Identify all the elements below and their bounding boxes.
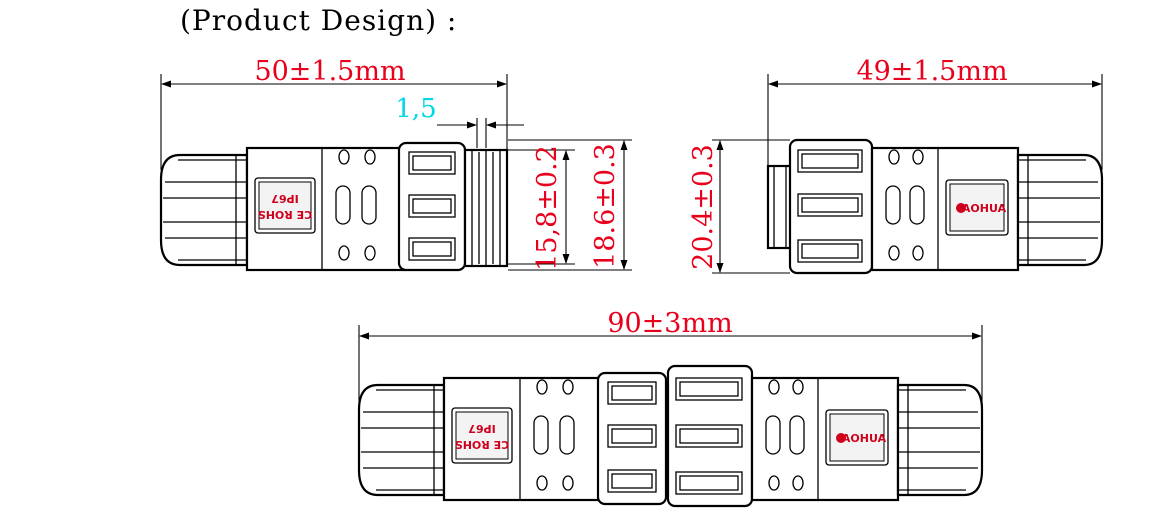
- male-plug-cert-label: CE ROHS IP67: [258, 192, 312, 221]
- female-socket-view: AOHUA: [766, 138, 1104, 275]
- assembled-left-label-frame: [451, 407, 513, 464]
- right-length-dimension: 49±1.5mm: [856, 56, 1007, 87]
- thread-diameter-dimension: 15,8±0.2: [532, 145, 563, 271]
- assembled-brand-logo: AOHUA: [842, 432, 887, 445]
- nut-diameter-dimension: 20.4±0.3: [688, 144, 719, 270]
- female-socket-brand-logo: AOHUA: [962, 202, 1007, 215]
- assembled-male-ring-slots: [607, 381, 657, 493]
- female-socket-grip-holes: [885, 149, 925, 261]
- female-socket-rear-cap: [1016, 153, 1104, 267]
- female-socket-brand-mark: [956, 203, 966, 213]
- assembled-left-rear-cap: [357, 383, 446, 497]
- assembled-left-label-plate: [455, 411, 509, 460]
- female-socket-rear-cap-ribs: [1018, 155, 1100, 265]
- assembled-cert-label: CE ROHS IP67: [455, 422, 509, 451]
- male-plug-ring-slots: [408, 151, 456, 261]
- female-socket-label-frame: [945, 179, 1009, 236]
- male-plug-rear-cap: [159, 153, 249, 267]
- male-plug-label-plate: [258, 181, 312, 230]
- total-length-dimension: 90±3mm: [607, 308, 732, 339]
- assembled-brand-mark: [836, 433, 846, 443]
- assembled-right-rear-cap: [896, 383, 984, 497]
- thread-pitch-dimension: 1,5: [395, 94, 436, 124]
- assembled-left-grip-holes: [533, 379, 575, 491]
- total-length-dimension-group: 90±3mm: [358, 308, 983, 420]
- right-dimensions: 49±1.5mm 20.4±0.3: [688, 56, 1103, 274]
- male-plug-label-frame: [254, 177, 316, 234]
- assembled-female-nut-slots: [675, 377, 743, 495]
- female-socket-nut-slots: [797, 149, 863, 263]
- male-plug-grip-holes: [335, 149, 377, 261]
- assembled-left-rear-cap-ribs: [361, 385, 444, 495]
- assembled-male-coupling-ring: [596, 371, 668, 506]
- cert-label-line2: IP67: [271, 192, 298, 205]
- assembled-right-grip-holes: [765, 379, 805, 491]
- assembled-cert-label-line1: CE ROHS: [455, 438, 509, 451]
- assembled-connector-view: CE ROHS IP67: [357, 364, 984, 508]
- female-socket-front-insert: [766, 164, 794, 250]
- male-plug-body: [245, 146, 407, 272]
- left-length-dimension: 50±1.5mm: [254, 56, 405, 87]
- cert-label-line1: CE ROHS: [258, 208, 312, 221]
- assembled-right-rear-cap-ribs: [898, 385, 980, 495]
- drawing-title: (Product Design) :: [180, 4, 457, 37]
- male-plug-thread-lines: [471, 150, 501, 266]
- assembled-right-label-frame: [825, 409, 889, 466]
- male-plug-rear-cap-ribs: [163, 155, 247, 265]
- assembled-cert-label-line2: IP67: [468, 422, 495, 435]
- body-diameter-dimension: 18.6±0.3: [590, 143, 621, 269]
- male-plug-view: CE ROHS IP67: [159, 141, 509, 272]
- left-dimensions: 50±1.5mm 1,5 15,8±0.2 18.6±0.3: [160, 56, 632, 271]
